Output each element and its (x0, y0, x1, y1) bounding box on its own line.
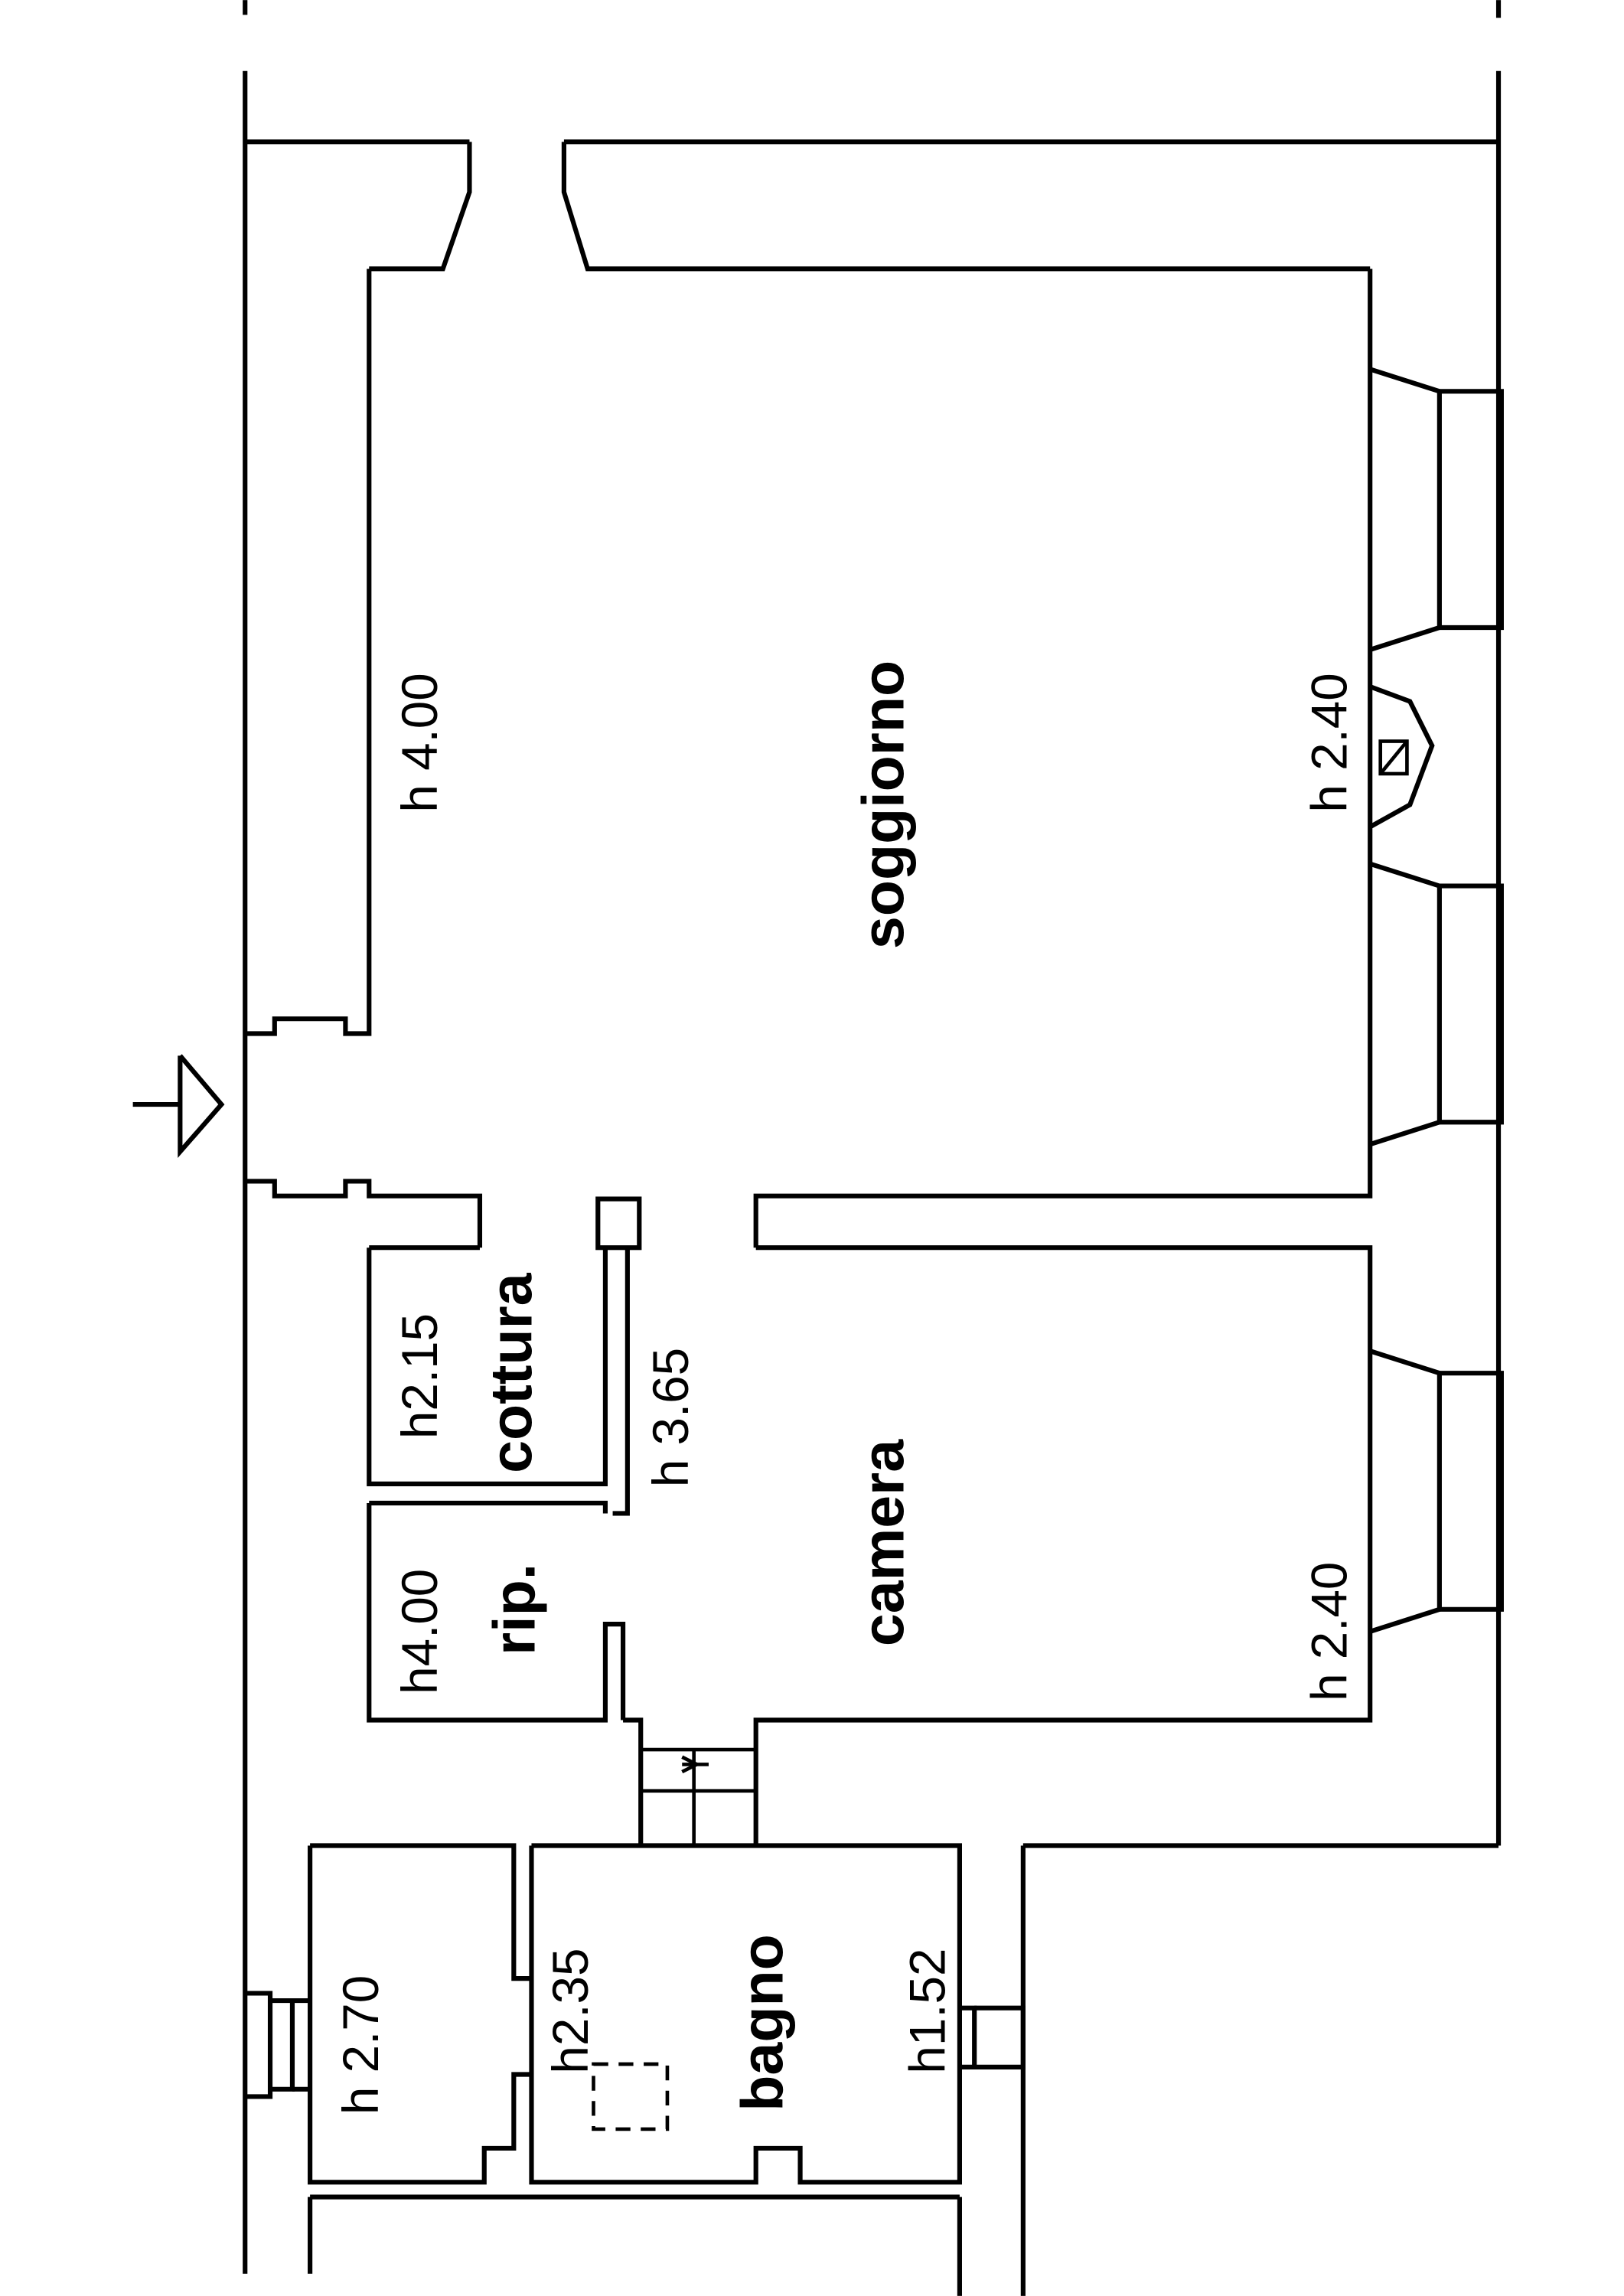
height-label-soggiorno-left: h 4.00 (392, 673, 448, 812)
height-label-soggiorno-right: h 2.40 (1301, 673, 1357, 812)
height-label-rip: h4.00 (392, 1569, 448, 1694)
soggiorno-walls (245, 269, 1373, 1248)
height-label-corridor: h 3.65 (643, 1348, 699, 1487)
height-label-cottura: h2.15 (392, 1313, 448, 1439)
cottura-walls (367, 1196, 642, 1516)
room-label-soggiorno: soggiorno (851, 660, 917, 949)
height-label-lower-left-room: h 2.70 (333, 1975, 389, 2115)
entrance-arrow-icon (132, 1054, 225, 1159)
height-label-camera: h 2.40 (1301, 1562, 1357, 1701)
lower-left-room-walls (245, 1843, 532, 2185)
room-label-camera: camera (851, 1439, 917, 1646)
bagno-walls (529, 1843, 1026, 2185)
room-label-rip: rip. (481, 1564, 547, 1655)
window-soggiorno-2 (1369, 861, 1504, 1147)
fireplace (1368, 684, 1435, 830)
window-soggiorno-1 (1369, 367, 1504, 652)
camera-walls (753, 1245, 1504, 1846)
staircase (623, 1717, 756, 1846)
top-opening (369, 142, 1371, 272)
rip-walls (367, 1500, 626, 1723)
room-label-bagno: bagno (729, 1934, 795, 2111)
room-label-cottura: cottura (478, 1272, 544, 1473)
height-label-bagno-left: h2.35 (543, 1948, 598, 2073)
exterior-walls (243, 0, 1502, 2296)
height-label-bagno-right: h1.52 (900, 1948, 956, 2073)
